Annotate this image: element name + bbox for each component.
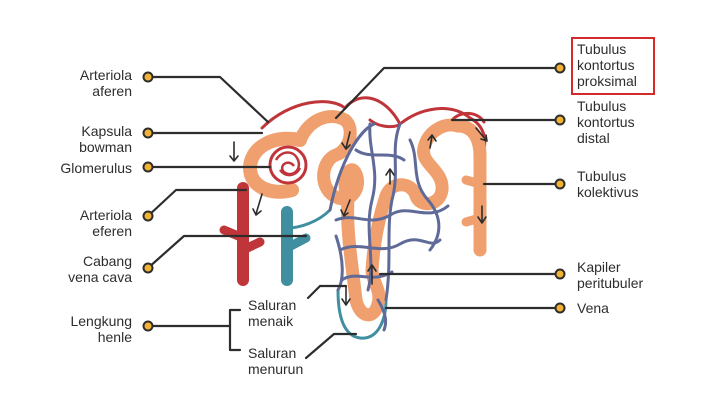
label-tubulus-kolektivus: Tubulus kolektivus bbox=[577, 168, 639, 200]
label-saluran-menurun: Saluran menurun bbox=[248, 345, 304, 377]
label-cabang-vena-cava: Cabang vena cava bbox=[68, 253, 132, 285]
label-vena: Vena bbox=[577, 300, 609, 316]
label-lengkung-henle: Lengkung henle bbox=[70, 313, 132, 345]
label-saluran-menaik: Saluran menaik bbox=[248, 297, 297, 329]
bowman-capsule bbox=[242, 131, 308, 199]
label-arteriola-eferen: Arteriola eferen bbox=[79, 207, 132, 239]
callout-lines bbox=[146, 66, 562, 360]
label-tubulus-proksimal: Tubulus kontortus proksimal bbox=[577, 41, 637, 89]
label-tubulus-distal: Tubulus kontortus distal bbox=[577, 98, 635, 146]
highlight-box bbox=[571, 37, 655, 95]
capillary-network bbox=[328, 122, 450, 332]
flow-arrows bbox=[229, 127, 488, 306]
callout-dots bbox=[142, 62, 566, 332]
label-glomerulus: Glomerulus bbox=[60, 160, 132, 176]
label-arteriola-aferen: Arteriola aferen bbox=[79, 67, 132, 99]
label-kapiler-peritubuler: Kapiler peritubuler bbox=[577, 259, 644, 291]
label-kapsula-bowman: Kapsula bowman bbox=[79, 123, 132, 155]
